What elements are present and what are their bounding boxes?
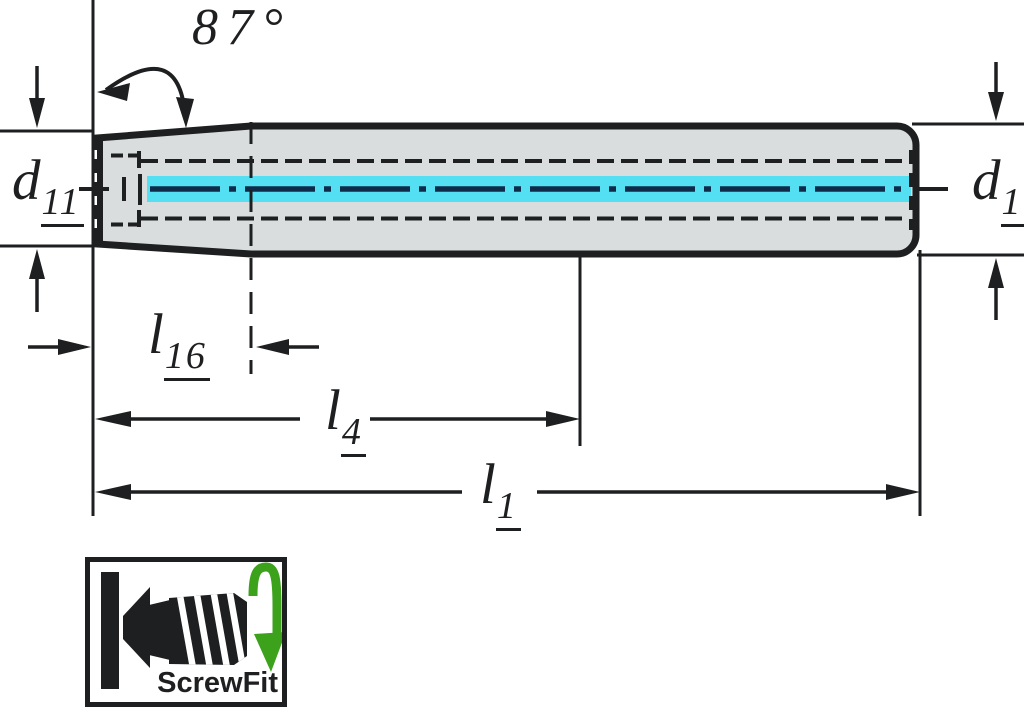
screwfit-label: ScrewFit — [157, 667, 278, 699]
d11-dimension-arrows — [29, 66, 45, 312]
angle-annotation-arc — [97, 66, 194, 128]
angle-label: 87° — [192, 0, 292, 56]
l16-label-main: l — [148, 303, 164, 366]
thread-block — [169, 593, 247, 665]
l1-label: l1 — [480, 453, 521, 531]
l16-dimension — [28, 339, 319, 355]
l16-label: l16 — [148, 303, 210, 381]
l1-label-sub: 1 — [495, 485, 521, 531]
d11-label: d11 — [12, 149, 84, 227]
d1-label-main: d — [972, 149, 1001, 212]
d11-label-main: d — [12, 149, 41, 212]
screwfit-logo: ScrewFit — [85, 557, 287, 707]
d11-label-sub: 11 — [40, 181, 84, 227]
l1-dimension — [95, 484, 920, 500]
screw-shank-icon — [101, 562, 282, 689]
d1-label-sub: 1 — [1000, 181, 1024, 227]
hidden-bore-lines — [111, 150, 913, 230]
l16-label-sub: 16 — [163, 335, 210, 381]
l1-label-main: l — [480, 453, 496, 516]
d1-dimension-arrows — [988, 62, 1004, 320]
rotation-arrow-icon — [248, 562, 282, 672]
l4-label-sub: 4 — [340, 411, 366, 457]
d1-label: d1 — [972, 149, 1024, 227]
l4-label: l4 — [325, 379, 366, 457]
l4-dimension — [95, 411, 580, 427]
l4-label-main: l — [325, 379, 341, 442]
extension-lines — [0, 0, 1024, 516]
